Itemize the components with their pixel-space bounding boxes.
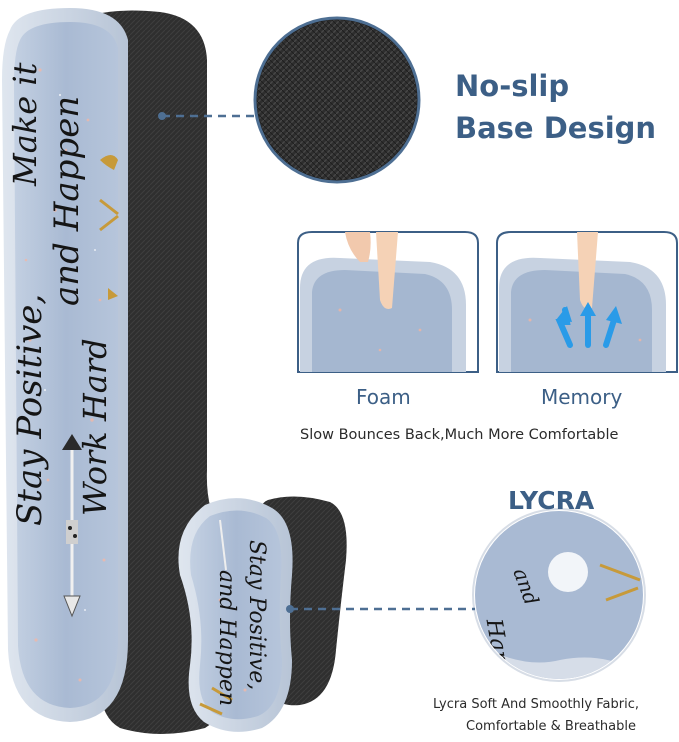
pad-text-line2: and Happen	[47, 96, 87, 306]
leopard-arrow-decoration	[99, 155, 119, 300]
memory-label: Memory	[541, 385, 623, 409]
mouse-pad-text-line1: Stay Positive,	[244, 540, 269, 690]
no-slip-heading-line1: No-slip	[455, 69, 570, 103]
lycra-fabric-zoom: and Hard	[472, 508, 646, 682]
no-slip-base-zoom	[253, 16, 421, 184]
memory-illustration	[496, 231, 678, 373]
foam-label: Foam	[356, 385, 411, 409]
pad-text-line3: Make it	[6, 62, 44, 187]
bounce-caption: Slow Bounces Back,Much More Comfortable	[300, 427, 619, 443]
mouse-pad-text-line2: and Happen	[214, 570, 239, 706]
no-slip-heading-line2: Base Design	[455, 111, 657, 145]
keyboard-rest-pad: Stay Positive, and Happen Make it Work H…	[2, 8, 128, 722]
arrow-decoration	[62, 434, 82, 618]
lycra-heading: LYCRA	[508, 486, 595, 515]
mouse-rest-pad: Stay Positive, and Happen	[178, 498, 293, 732]
lycra-caption-line1: Lycra Soft And Smoothly Fabric,	[433, 697, 639, 712]
lycra-caption-line2: Comfortable & Breathable	[466, 719, 637, 734]
pad-text-line1: Stay Positive,	[10, 294, 50, 526]
pad-text-line4: Work Hard	[76, 338, 114, 516]
foam-illustration	[297, 231, 479, 373]
